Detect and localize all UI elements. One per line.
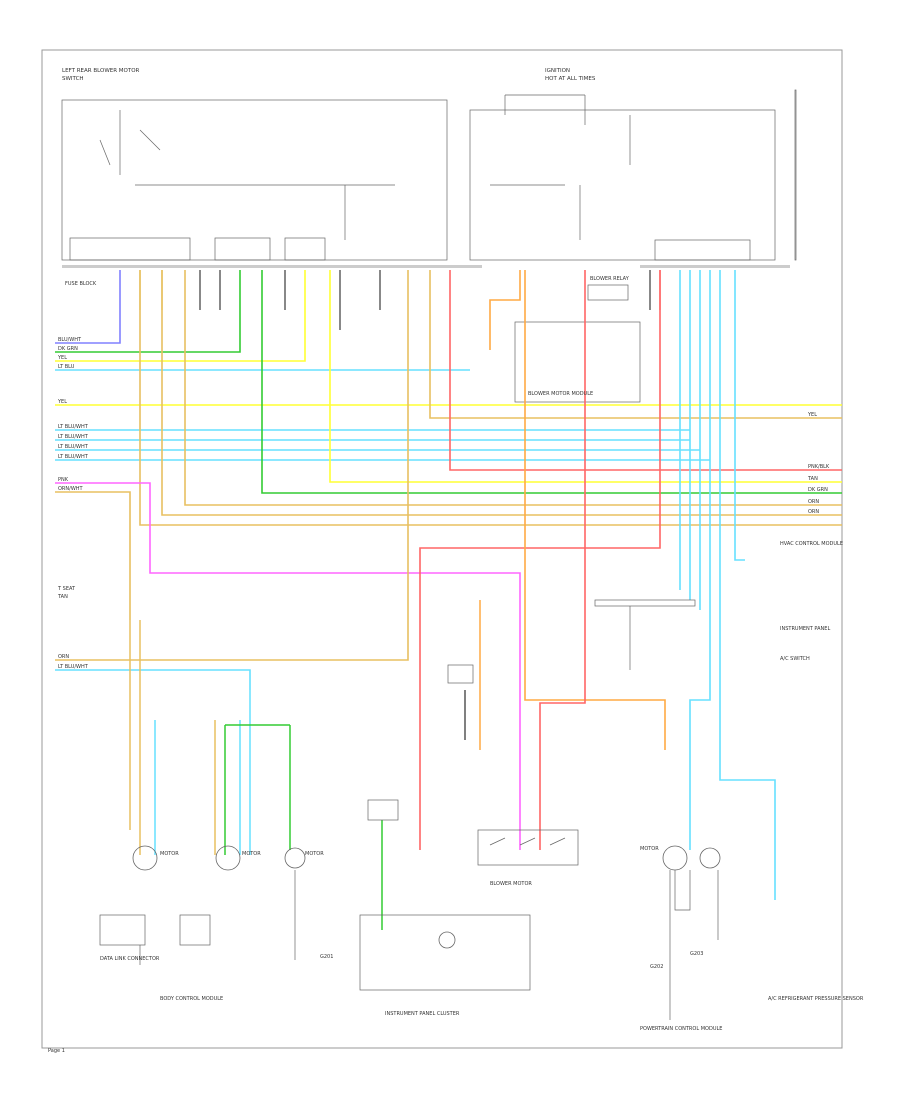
right-wire-label: ORN <box>808 509 819 515</box>
page-number: Page 1 <box>48 1048 65 1054</box>
left-wire-label: PNK <box>58 477 69 483</box>
left-wire-label: LT BLU/WHT <box>58 434 89 440</box>
wire-tan-top <box>429 270 842 419</box>
wire-orange <box>489 270 521 350</box>
motor-icon <box>662 845 688 871</box>
ground-label: G202 <box>650 964 663 970</box>
right-wire-label: TAN <box>807 476 818 482</box>
wire-tan-low <box>55 270 409 661</box>
blower-relay-box <box>514 284 641 403</box>
left-wire-label: BLU/WHT <box>58 337 82 343</box>
right-wire-label: YEL <box>807 412 817 418</box>
labels: LEFT REAR BLOWER MOTOR SWITCH IGNITION H… <box>48 68 864 1054</box>
motor-icon <box>284 847 306 869</box>
left-low-label: ORN <box>58 654 69 660</box>
wire-tan-2 <box>161 270 842 516</box>
bottom-right-label: POWERTRAIN CONTROL MODULE <box>640 1026 722 1032</box>
ground-label: G201 <box>320 954 333 960</box>
right-wire-label: DK GRN <box>808 487 828 493</box>
top-left-switch-box <box>61 99 448 261</box>
wire-green <box>55 270 241 353</box>
wire-red-1 <box>449 270 842 471</box>
wire-blue <box>55 270 121 344</box>
right-wire-label: PNK/BLK <box>808 464 830 470</box>
bottom-component-boxes <box>99 599 719 1020</box>
left-mid-label: T SEAT <box>57 586 76 592</box>
wire-yellow-3 <box>329 270 842 483</box>
bottom-left-label: BODY CONTROL MODULE <box>160 996 223 1002</box>
motor-label: MOTOR <box>305 851 324 857</box>
left-wire-label: LT BLU/WHT <box>58 454 89 460</box>
wire-tan-1 <box>184 270 842 506</box>
wire-orange-2 <box>524 270 666 750</box>
vertical-wire-stubs <box>139 270 661 330</box>
left-mid-label: TAN <box>57 594 68 600</box>
wire-cyan-far <box>719 270 776 900</box>
left-wire-label: DK GRN <box>58 346 78 352</box>
right-side-label: HVAC CONTROL MODULE <box>780 541 843 547</box>
central-switch-box <box>359 664 579 991</box>
wire-cyan-far2 <box>734 270 745 561</box>
wire-red-2 <box>419 270 661 850</box>
left-wire-label: YEL <box>57 355 67 361</box>
motor-icon <box>438 931 456 949</box>
motor-label: MOTOR <box>640 846 659 852</box>
wire-cyan-right <box>679 270 711 850</box>
wire-red-3 <box>539 270 586 850</box>
wire-cyan-low <box>55 669 251 690</box>
title-top-center-sub: HOT AT ALL TIMES <box>545 76 596 82</box>
motor-icon <box>699 847 721 869</box>
left-wire-label: LT BLU/WHT <box>58 424 89 430</box>
title-top-left: LEFT REAR BLOWER MOTOR <box>62 68 140 74</box>
motors <box>132 845 721 949</box>
bottom-left-label: DATA LINK CONNECTOR <box>100 956 160 962</box>
connector-label: FUSE BLOCK <box>65 281 97 287</box>
right-side-label: A/C SWITCH <box>780 656 810 662</box>
title-top-center: IGNITION <box>545 68 570 74</box>
left-low-label: LT BLU/WHT <box>58 664 89 670</box>
right-side-label: INSTRUMENT PANEL <box>780 626 830 632</box>
motor-label: MOTOR <box>160 851 179 857</box>
wire-green-2 <box>261 270 842 494</box>
left-wire-label: ORN/WHT <box>58 486 84 492</box>
motor-icon <box>132 845 158 871</box>
wire-yellow-1 <box>55 270 306 362</box>
left-wire-label: LT BLU <box>58 364 75 370</box>
connector-pin-row <box>62 265 790 268</box>
wire-orn-wht <box>55 491 131 620</box>
diagram-border <box>41 49 843 1049</box>
blower-relay-label: BLOWER RELAY <box>590 276 630 282</box>
wire-pink <box>55 482 521 850</box>
lower-left-motor-wires <box>129 600 481 930</box>
bottom-right-label: A/C REFRIGERANT PRESSURE SENSOR <box>768 996 864 1002</box>
motor-icon <box>215 845 241 871</box>
bottom-center-label: INSTRUMENT PANEL CLUSTER <box>385 1011 460 1017</box>
wire-tan-3 <box>139 270 842 526</box>
title-top-left-sub: SWITCH <box>62 76 84 82</box>
left-wire-label: YEL <box>57 399 67 405</box>
relay-module-label: BLOWER MOTOR MODULE <box>528 391 593 397</box>
motor-label: MOTOR <box>242 851 261 857</box>
right-wire-label: ORN <box>808 499 819 505</box>
bottom-center-label: BLOWER MOTOR <box>490 881 532 887</box>
top-right-switch-box <box>469 89 797 261</box>
horizontal-wires <box>55 270 842 900</box>
left-wire-label: LT BLU/WHT <box>58 444 89 450</box>
ground-label: G203 <box>690 951 703 957</box>
